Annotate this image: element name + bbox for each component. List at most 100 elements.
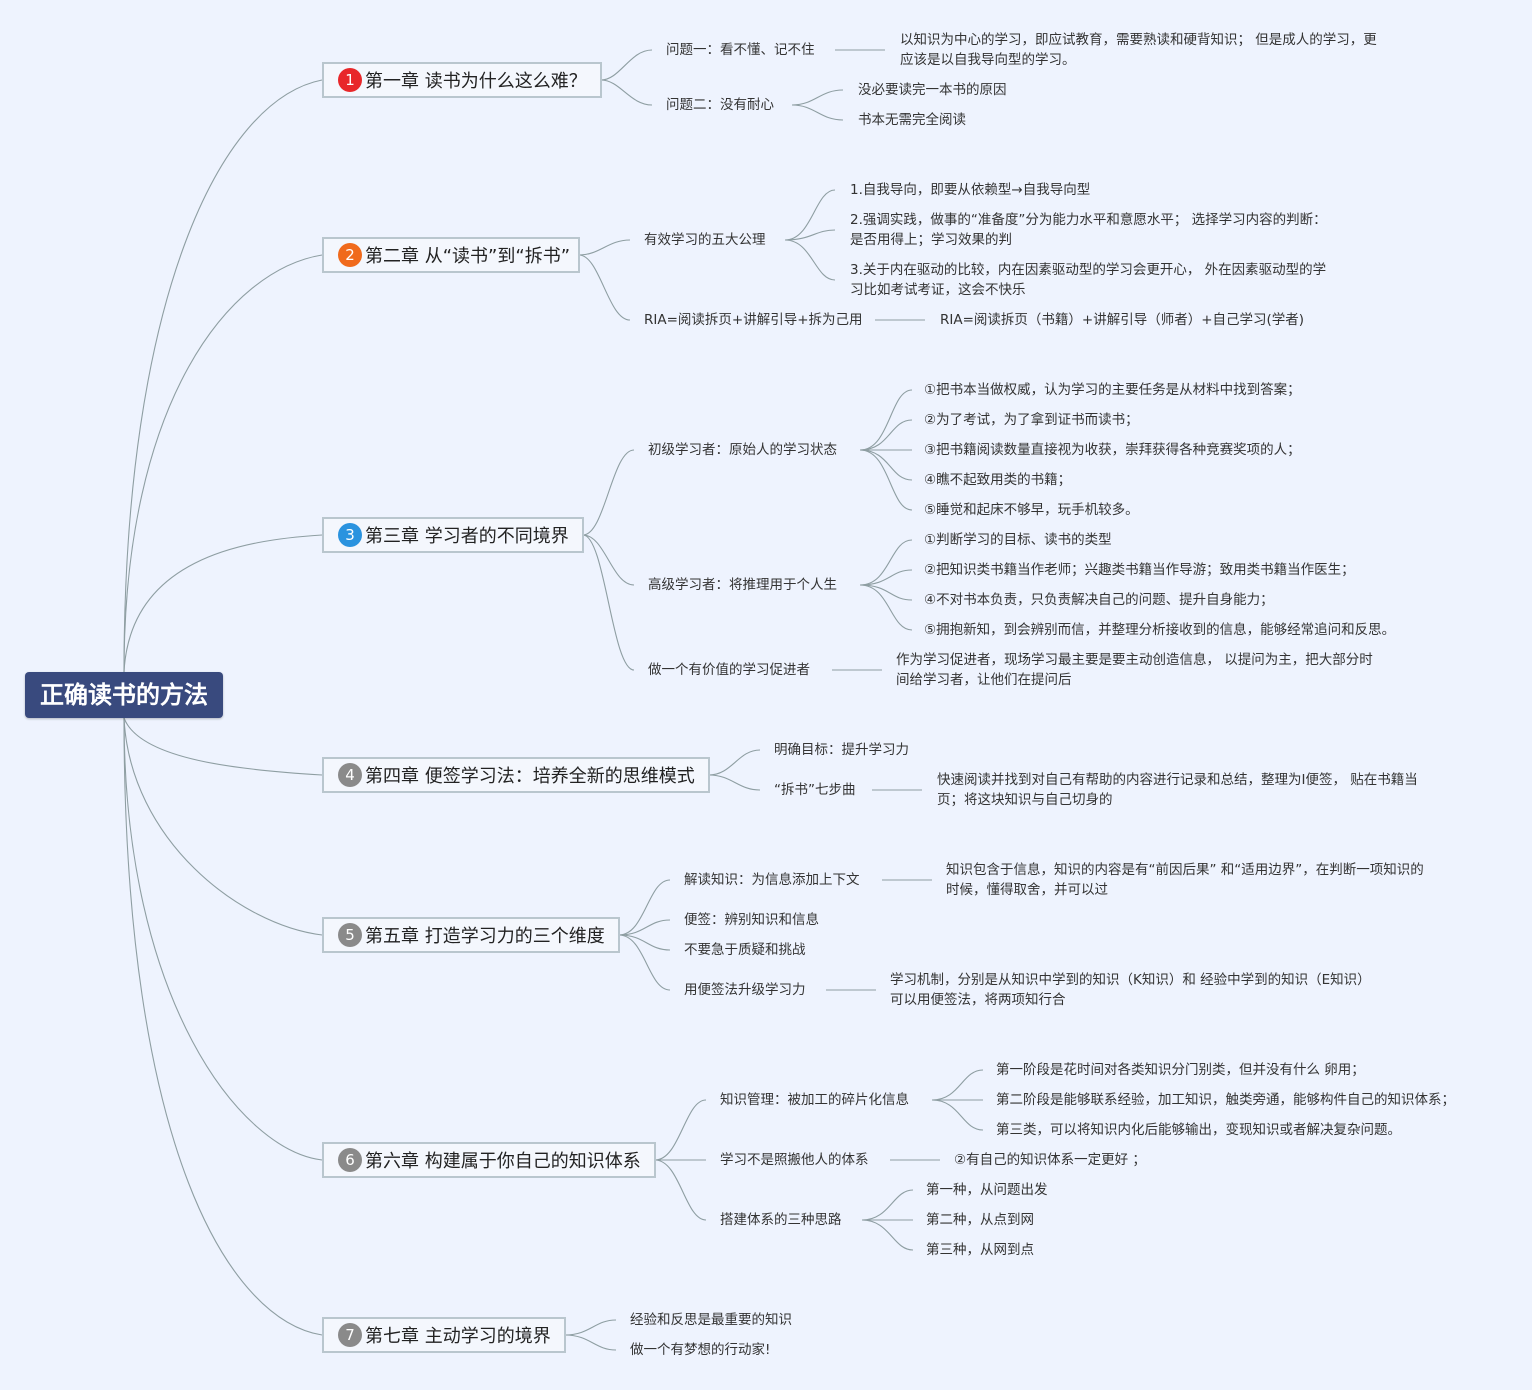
connector bbox=[859, 449, 913, 511]
ch1-q2[interactable]: 问题二：没有耐心 bbox=[666, 97, 774, 113]
ch2-axiom-2-line1[interactable]: 2.强调实践，做事的“准备度”分为能力水平和意愿水平； 选择学习内容的判断： bbox=[850, 212, 1327, 228]
ch6-way-3[interactable]: 第三种，从网到点 bbox=[926, 1242, 1034, 1258]
ch1-q1-answer-line1[interactable]: 以知识为中心的学习，即应试教育，需要熟读和硬背知识； 但是成人的学习，更 bbox=[900, 32, 1377, 48]
connector bbox=[784, 239, 836, 281]
ch6-km-item-3[interactable]: 第三类，可以将知识内化后能够输出，变现知识或者解决复杂问题。 bbox=[996, 1122, 1401, 1138]
ch6-km-item-2[interactable]: 第二阶段是能够联系经验，加工知识，触类旁通，能够构件自己的知识体系； bbox=[996, 1092, 1455, 1108]
ch6-way-1[interactable]: 第一种，从问题出发 bbox=[926, 1182, 1048, 1198]
chapter-5-label: 第五章 打造学习力的三个维度 bbox=[365, 926, 605, 947]
ch7-item-2[interactable]: 做一个有梦想的行动家! bbox=[630, 1342, 771, 1358]
connector bbox=[123, 717, 323, 776]
ch6-km[interactable]: 知识管理：被加工的碎片化信息 bbox=[720, 1092, 909, 1108]
ch2-axiom-1[interactable]: 1.自我导向，即要从依赖型→自我导向型 bbox=[850, 182, 1091, 198]
ch5-upgrade[interactable]: 用便签法升级学习力 bbox=[684, 982, 806, 998]
connector bbox=[578, 254, 631, 321]
ch3-beginner-item-2[interactable]: ②为了考试，为了拿到证书而读书； bbox=[924, 412, 1139, 428]
ch3-beginner-item-3[interactable]: ③把书籍阅读数量直接视为收获，崇拜获得各种竞赛奖项的人； bbox=[924, 442, 1301, 458]
connector bbox=[564, 1319, 617, 1336]
connector bbox=[123, 717, 323, 1336]
chapter-3-topic[interactable]: 3 第三章 学习者的不同境界 bbox=[322, 517, 584, 553]
connector bbox=[618, 879, 671, 936]
ch6-not-copy[interactable]: 学习不是照搬他人的体系 bbox=[720, 1152, 869, 1168]
connector bbox=[654, 1159, 707, 1221]
chapter-2-label: 第二章 从“读书”到“拆书” bbox=[365, 246, 571, 267]
chapter-7-topic[interactable]: 7 第七章 主动学习的境界 bbox=[322, 1317, 566, 1353]
ch6-three-ways[interactable]: 搭建体系的三种思路 bbox=[720, 1212, 842, 1228]
connector bbox=[123, 534, 323, 673]
ch3-beginner-item-1[interactable]: ①把书本当做权威，认为学习的主要任务是从材料中找到答案； bbox=[924, 382, 1301, 398]
connector bbox=[618, 919, 671, 936]
ch7-item-1[interactable]: 经验和反思是最重要的知识 bbox=[630, 1312, 792, 1328]
ch5-no-rush[interactable]: 不要急于质疑和挑战 bbox=[684, 942, 806, 958]
ch5-sticky[interactable]: 便签：辨别知识和信息 bbox=[684, 912, 819, 928]
connector bbox=[123, 717, 323, 1161]
connector bbox=[931, 1069, 984, 1101]
chapter-3-badge: 3 bbox=[338, 523, 362, 547]
connector bbox=[859, 584, 913, 631]
ch2-axioms[interactable]: 有效学习的五大公理 bbox=[644, 232, 766, 248]
ch3-beginner-item-5[interactable]: ⑤睡觉和起床不够早，玩手机较多。 bbox=[924, 502, 1139, 518]
ch4-steps-detail-line2[interactable]: 页；将这块知识与自己切身的 bbox=[937, 792, 1113, 808]
ch1-q1[interactable]: 问题一：看不懂、记不住 bbox=[666, 42, 815, 58]
root-topic[interactable]: 正确读书的方法 bbox=[25, 672, 223, 718]
connector bbox=[582, 534, 635, 586]
connector bbox=[791, 89, 844, 106]
connector bbox=[859, 539, 913, 586]
connector bbox=[123, 79, 323, 673]
chapter-4-badge: 4 bbox=[338, 763, 362, 787]
chapter-7-badge: 7 bbox=[338, 1323, 362, 1347]
ch2-ria[interactable]: RIA=阅读拆页+讲解引导+拆为己用 bbox=[644, 312, 863, 328]
connector bbox=[861, 1189, 914, 1221]
ch3-advanced[interactable]: 高级学习者：将推理用于个人生 bbox=[648, 577, 837, 593]
chapter-1-badge: 1 bbox=[338, 68, 362, 92]
connector bbox=[784, 229, 836, 241]
chapter-2-topic[interactable]: 2 第二章 从“读书”到“拆书” bbox=[322, 237, 580, 273]
connector bbox=[784, 189, 836, 241]
chapter-6-badge: 6 bbox=[338, 1148, 362, 1172]
connector bbox=[582, 534, 635, 671]
ch3-promoter[interactable]: 做一个有价值的学习促进者 bbox=[648, 662, 810, 678]
ch4-steps-detail-line1[interactable]: 快速阅读并找到对自己有帮助的内容进行记录和总结，整理为I便签， 贴在书籍当 bbox=[937, 772, 1418, 788]
connector bbox=[708, 749, 761, 776]
ch3-advanced-item-2[interactable]: ②把知识类书籍当作老师；兴趣类书籍当作导游；致用类书籍当作医生； bbox=[924, 562, 1355, 578]
ch3-beginner[interactable]: 初级学习者：原始人的学习状态 bbox=[648, 442, 837, 458]
ch4-steps[interactable]: “拆书”七步曲 bbox=[774, 782, 856, 798]
chapter-1-topic[interactable]: 1 第一章 读书为什么这么难？ bbox=[322, 62, 602, 98]
ch4-goal[interactable]: 明确目标：提升学习力 bbox=[774, 742, 909, 758]
chapter-4-label: 第四章 便签学习法：培养全新的思维模式 bbox=[365, 766, 695, 787]
ch1-q2-answer-2[interactable]: 书本无需完全阅读 bbox=[858, 112, 966, 128]
chapter-6-topic[interactable]: 6 第六章 构建属于你自己的知识体系 bbox=[322, 1142, 656, 1178]
ch1-q2-answer-1[interactable]: 没必要读完一本书的原因 bbox=[858, 82, 1007, 98]
chapter-5-badge: 5 bbox=[338, 923, 362, 947]
ch2-axiom-3-line2[interactable]: 习比如考试考证，这会不快乐 bbox=[850, 282, 1026, 298]
chapter-4-topic[interactable]: 4 第四章 便签学习法：培养全新的思维模式 bbox=[322, 757, 710, 793]
ch6-not-copy-detail[interactable]: ②有自己的知识体系一定更好 ； bbox=[954, 1152, 1146, 1168]
ch5-interpret-detail-line1[interactable]: 知识包含于信息，知识的内容是有“前因后果” 和“适用边界”，在判断一项知识的 bbox=[946, 862, 1424, 878]
chapter-3-label: 第三章 学习者的不同境界 bbox=[365, 526, 569, 547]
ch2-axiom-3-line1[interactable]: 3.关于内在驱动的比较，内在因素驱动型的学习会更开心， 外在因素驱动型的学 bbox=[850, 262, 1327, 278]
ch3-beginner-item-4[interactable]: ④瞧不起致用类的书籍； bbox=[924, 472, 1072, 488]
ch3-advanced-item-3[interactable]: ④不对书本负责，只负责解决自己的问题、提升自身能力； bbox=[924, 592, 1274, 608]
connector bbox=[859, 584, 913, 601]
ch5-upgrade-detail-line2[interactable]: 可以用便签法，将两项知行合 bbox=[890, 992, 1066, 1008]
connector bbox=[123, 717, 323, 936]
ch3-promoter-detail-line1[interactable]: 作为学习促进者，现场学习最主要是要主动创造信息， 以提问为主，把大部分时 bbox=[896, 652, 1373, 668]
connector bbox=[618, 934, 671, 991]
ch6-km-item-1[interactable]: 第一阶段是花时间对各类知识分门别类，但并没有什么 卵用； bbox=[996, 1062, 1365, 1078]
ch6-way-2[interactable]: 第二种，从点到网 bbox=[926, 1212, 1034, 1228]
ch2-axiom-2-line2[interactable]: 是否用得上；学习效果的判 bbox=[850, 232, 1012, 248]
ch2-ria-detail[interactable]: RIA=阅读拆页（书籍）+讲解引导（师者）+自己学习(学者) bbox=[940, 312, 1305, 328]
ch5-interpret-detail-line2[interactable]: 时候，懂得取舍，并可以过 bbox=[946, 882, 1108, 898]
ch3-advanced-item-4[interactable]: ⑤拥抱新知，到会辨别而信，并整理分析接收到的信息，能够经常追问和反思。 bbox=[924, 622, 1396, 638]
ch3-advanced-item-1[interactable]: ①判断学习的目标、读书的类型 bbox=[924, 532, 1112, 548]
ch1-q1-answer-line2[interactable]: 应该是以自我导向型的学习。 bbox=[900, 52, 1076, 68]
connector bbox=[600, 49, 653, 81]
connector bbox=[859, 389, 913, 451]
chapter-5-topic[interactable]: 5 第五章 打造学习力的三个维度 bbox=[322, 917, 620, 953]
connector bbox=[600, 79, 653, 106]
ch5-upgrade-detail-line1[interactable]: 学习机制，分别是从知识中学到的知识（K知识）和 经验中学到的知识（E知识） bbox=[890, 972, 1371, 988]
ch5-interpret[interactable]: 解读知识：为信息添加上下文 bbox=[684, 872, 860, 888]
connector bbox=[861, 1219, 914, 1251]
ch3-promoter-detail-line2[interactable]: 间给学习者，让他们在提问后 bbox=[896, 672, 1072, 688]
